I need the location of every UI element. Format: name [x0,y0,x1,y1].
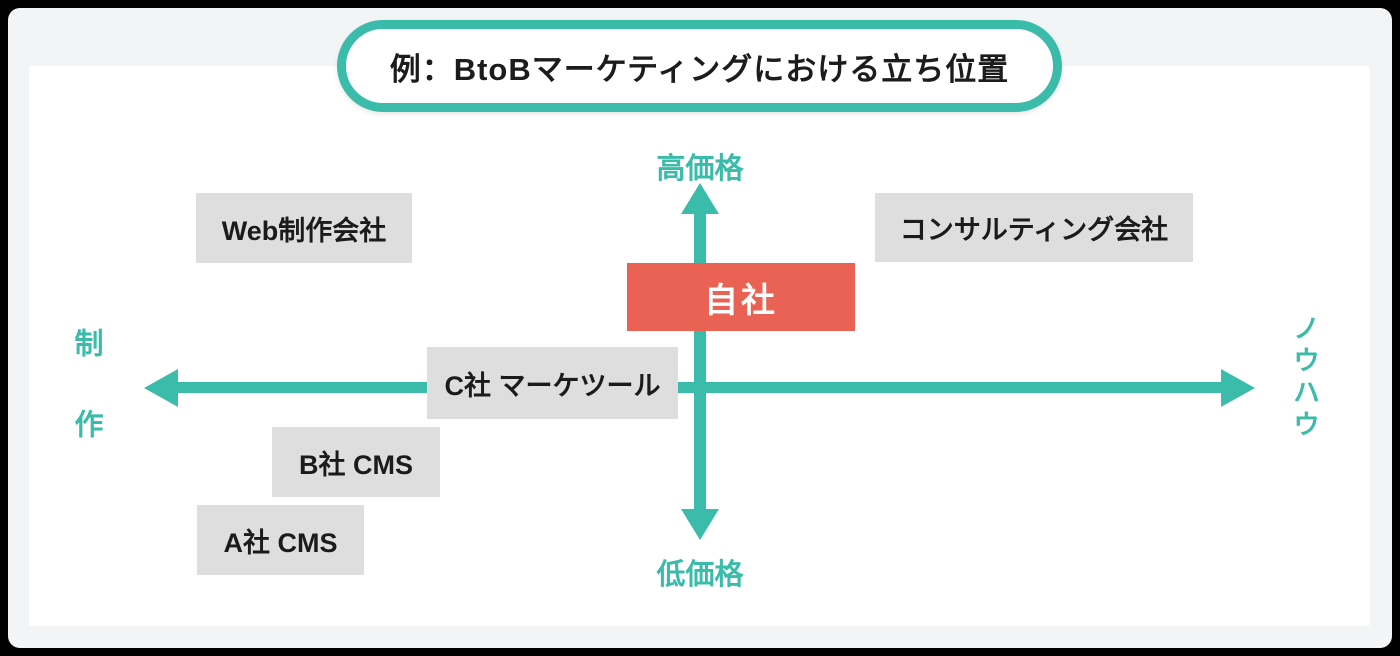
title-pill: 例：BtoBマーケティングにおける立ち位置 [337,20,1062,112]
axis-label-production: 制作 [70,328,102,490]
horizontal-axis-line [176,382,1224,393]
entity-b-cms: B社 CMS [272,427,440,497]
entity-web-production-company: Web制作会社 [196,193,412,263]
entity-own-company: 自社 [627,263,855,331]
arrow-up-icon [681,183,719,214]
axis-label-low-price: 低価格 [656,559,744,591]
entity-c-marketing-tool: C社 マーケツール [427,347,678,419]
entity-consulting-company: コンサルティング会社 [875,193,1193,262]
arrow-right-icon [1221,369,1255,407]
diagram-title: 例：BtoBマーケティングにおける立ち位置 [389,51,1010,87]
vertical-axis-line [694,208,706,513]
arrow-down-icon [681,509,719,540]
arrow-left-icon [144,369,178,407]
axis-label-knowhow: ノウハウ [1289,314,1319,442]
axis-label-high-price: 高価格 [656,153,744,185]
entity-a-cms: A社 CMS [197,505,364,575]
